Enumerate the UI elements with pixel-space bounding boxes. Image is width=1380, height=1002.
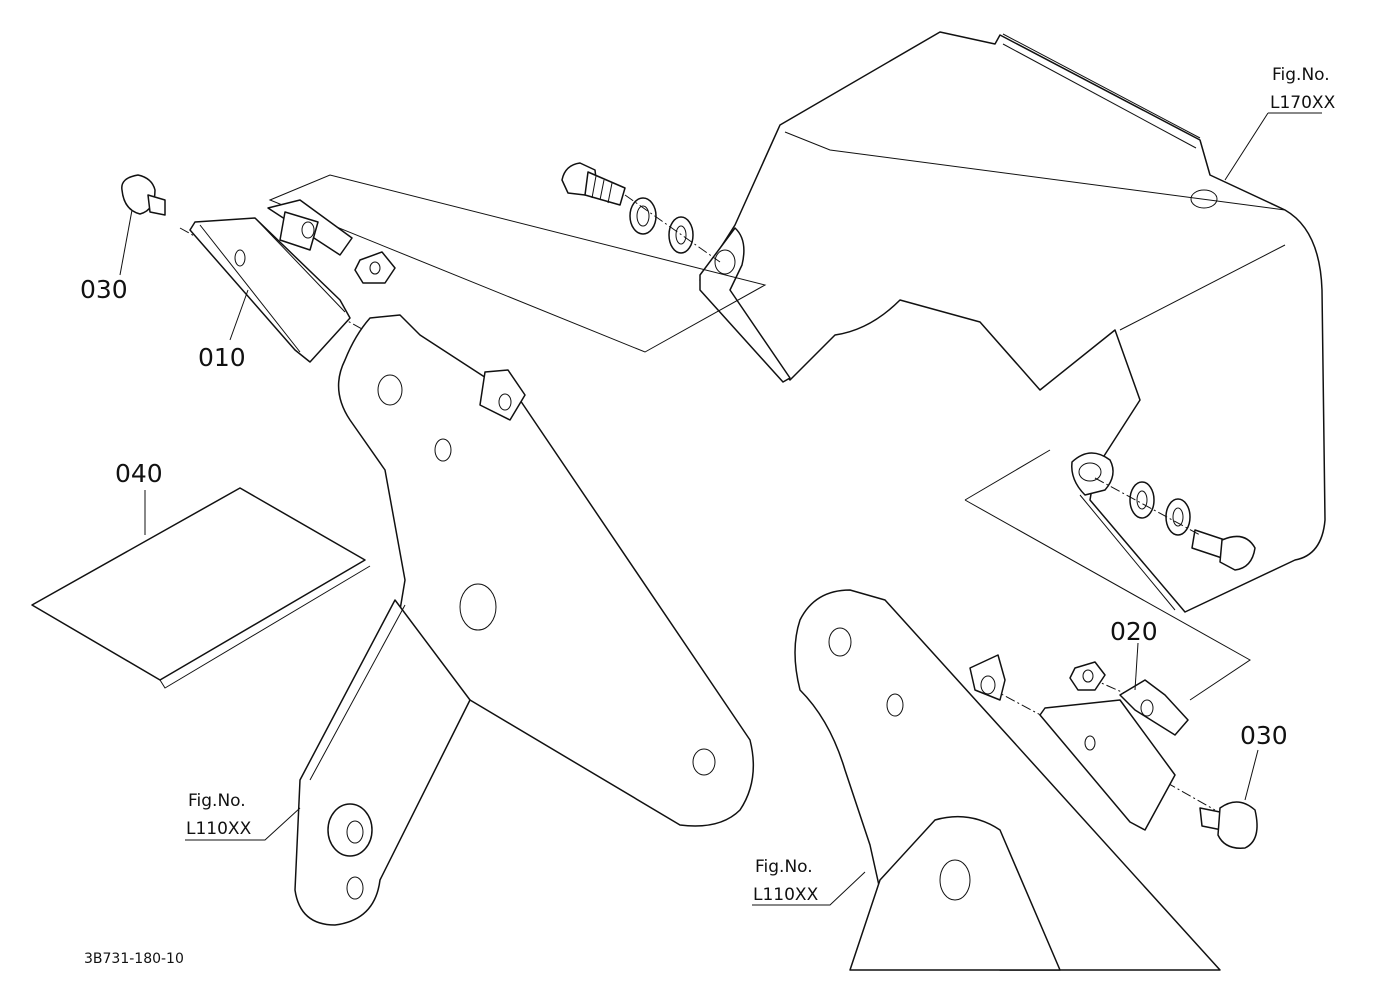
bolt-030-right	[1199, 801, 1258, 849]
cover-assembly	[699, 31, 1326, 613]
bracket-010	[189, 199, 396, 363]
fig-ref-bottom-left-line2: L110XX	[186, 819, 252, 839]
fig-ref-top-right-line2: L170XX	[1270, 93, 1336, 113]
drawing-code: 3B731-180-10	[84, 951, 184, 967]
cover-bolt-lower	[1094, 477, 1256, 571]
fig-ref-bottom-left-line1: Fig.No.	[188, 791, 246, 811]
leader-lines	[119, 112, 1322, 906]
bracket-020	[1039, 661, 1189, 831]
part-label-030-left: 030	[80, 275, 128, 304]
bolt-030-left	[121, 174, 166, 216]
cover-bolt-upper	[561, 162, 721, 263]
mounting-arm-right	[794, 589, 1221, 971]
mounting-arm-left	[294, 314, 755, 926]
part-label-040: 040	[115, 459, 163, 488]
part-label-020: 020	[1110, 617, 1158, 646]
fig-ref-top-right-line1: Fig.No.	[1272, 65, 1330, 85]
manual-040	[31, 487, 371, 689]
part-label-030-right: 030	[1240, 721, 1288, 750]
fig-ref-bottom-center-line2: L110XX	[753, 885, 819, 905]
part-label-010: 010	[198, 343, 246, 372]
fig-ref-bottom-center-line1: Fig.No.	[755, 857, 813, 877]
